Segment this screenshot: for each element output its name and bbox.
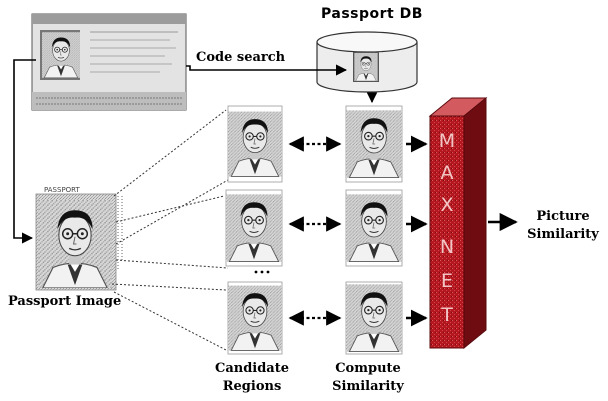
compare-face-2 (345, 189, 403, 267)
maxnet-letters: M A X N E T (430, 124, 464, 342)
maxnet-letter-4: N (439, 236, 455, 258)
passport-document (31, 13, 187, 111)
compare-arrows (288, 136, 342, 326)
small-passport-text: PASSPORT (44, 186, 80, 194)
candidate-regions-label: Candidate Regions (214, 361, 290, 394)
compute-similarity-label: Compute Similarity (332, 361, 404, 394)
maxnet-letter-3: X (440, 194, 454, 216)
passport-image-label: Passport Image (8, 294, 122, 309)
candidate-face-1 (227, 105, 283, 183)
maxnet-letter-2: A (440, 162, 454, 184)
candidate-connector-lines (111, 109, 229, 351)
passport-db-cylinder (316, 31, 418, 93)
code-search-label: Code search (196, 50, 286, 65)
maxnet-letter-1: M (438, 130, 456, 152)
candidate-face-3 (227, 281, 283, 355)
compare-face-1 (345, 105, 403, 183)
db-title: Passport DB (321, 6, 423, 22)
candidate-face-2 (225, 189, 283, 274)
maxnet-letter-6: T (441, 304, 453, 326)
maxnet-block (428, 96, 488, 350)
passport-image (35, 193, 123, 291)
maxnet-letter-5: E (440, 270, 453, 292)
picture-similarity-label: Picture Similarity (527, 209, 599, 242)
compare-face-3 (345, 281, 403, 355)
code-search-arrow (186, 64, 348, 76)
maxnet-input-arrows (406, 135, 428, 327)
passport-flow-arrow (13, 59, 36, 244)
